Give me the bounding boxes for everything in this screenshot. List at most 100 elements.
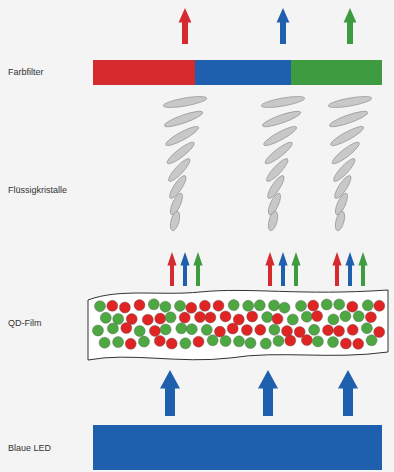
quantum-dot bbox=[374, 327, 385, 338]
quantum-dot bbox=[328, 337, 339, 348]
quantum-dot bbox=[180, 338, 191, 349]
quantum-dot bbox=[301, 311, 312, 322]
quantum-dot bbox=[234, 336, 245, 347]
quantum-dot bbox=[347, 324, 358, 335]
white-light-arrow bbox=[278, 252, 287, 286]
quantum-dot bbox=[243, 300, 254, 311]
liquid-crystals bbox=[163, 94, 373, 231]
white-light-arrow bbox=[358, 252, 367, 286]
quantum-dot bbox=[255, 324, 266, 335]
quantum-dot bbox=[340, 338, 351, 349]
quantum-dot bbox=[347, 301, 358, 312]
quantum-dot bbox=[366, 335, 377, 346]
quantum-dot bbox=[285, 335, 296, 346]
crystal-molecule bbox=[163, 94, 208, 110]
quantum-dot bbox=[195, 312, 206, 323]
quantum-dot bbox=[227, 323, 238, 334]
light-arrows bbox=[160, 8, 368, 416]
quantum-dot bbox=[254, 300, 265, 311]
quantum-dot bbox=[113, 337, 124, 348]
quantum-dot bbox=[334, 299, 345, 310]
output-arrow bbox=[344, 8, 357, 44]
quantum-dot bbox=[199, 300, 210, 311]
quantum-dot bbox=[201, 324, 212, 335]
blue-light-arrow bbox=[258, 370, 278, 416]
quantum-dot bbox=[134, 326, 145, 337]
quantum-dot bbox=[134, 300, 145, 311]
quantum-dot bbox=[176, 323, 187, 334]
quantum-dot bbox=[220, 336, 231, 347]
quantum-dot bbox=[245, 338, 256, 349]
crystal-molecule bbox=[267, 210, 280, 231]
quantum-dot bbox=[193, 336, 204, 347]
layer-label: Blaue LED bbox=[8, 443, 51, 454]
crystal-molecule bbox=[165, 139, 197, 166]
quantum-dot bbox=[328, 314, 339, 325]
quantum-dot bbox=[312, 336, 323, 347]
white-light-arrow bbox=[193, 252, 202, 286]
quantum-dot bbox=[160, 301, 171, 312]
quantum-dot bbox=[365, 312, 376, 323]
quantum-dots bbox=[93, 299, 385, 350]
quantum-dot bbox=[228, 300, 239, 311]
blue-light-arrow bbox=[338, 370, 358, 416]
quantum-dot bbox=[340, 311, 351, 322]
output-arrow bbox=[277, 8, 290, 44]
quantum-dot bbox=[287, 314, 298, 325]
quantum-dot bbox=[308, 300, 319, 311]
quantum-dot bbox=[269, 300, 280, 311]
quantum-dot bbox=[353, 338, 364, 349]
quantum-dot bbox=[93, 325, 104, 336]
white-light-arrow bbox=[167, 252, 176, 286]
quantum-dot bbox=[273, 335, 284, 346]
crystal-molecule bbox=[328, 94, 373, 110]
quantum-dot bbox=[186, 324, 197, 335]
quantum-dot bbox=[205, 312, 216, 323]
quantum-dot bbox=[247, 311, 258, 322]
quantum-dot bbox=[107, 323, 118, 334]
blue-light-arrow bbox=[160, 370, 180, 416]
qd-film bbox=[88, 290, 388, 360]
quantum-dot bbox=[374, 300, 385, 311]
quantum-dot bbox=[160, 324, 171, 335]
quantum-dot bbox=[213, 300, 224, 311]
crystal-molecule bbox=[334, 210, 347, 231]
quantum-dot bbox=[361, 323, 372, 334]
quantum-dot bbox=[119, 302, 130, 313]
layer-label: Flüssigkristalle bbox=[8, 185, 67, 196]
quantum-dot bbox=[107, 300, 118, 311]
quantum-dot bbox=[95, 301, 106, 312]
quantum-dot bbox=[207, 335, 218, 346]
blue-led bbox=[93, 425, 382, 470]
crystal-molecule bbox=[164, 124, 200, 149]
quantum-dot bbox=[272, 313, 283, 324]
crystal-molecule bbox=[169, 210, 182, 231]
white-light-arrow bbox=[180, 252, 189, 286]
quantum-dot bbox=[312, 311, 323, 322]
white-light-arrow bbox=[345, 252, 354, 286]
quantum-dot bbox=[353, 311, 364, 322]
output-arrow bbox=[179, 8, 192, 44]
quantum-dot bbox=[309, 324, 320, 335]
quantum-dot bbox=[99, 337, 110, 348]
quantum-dot bbox=[262, 312, 273, 323]
quantum-dot bbox=[301, 335, 312, 346]
quantum-dot bbox=[166, 338, 177, 349]
quantum-dot bbox=[260, 338, 271, 349]
quantum-dot bbox=[269, 324, 280, 335]
quantum-dot bbox=[362, 300, 373, 311]
quantum-dot bbox=[155, 313, 166, 324]
quantum-dot bbox=[121, 323, 132, 334]
crystal-molecule bbox=[261, 94, 306, 110]
quantum-dot bbox=[241, 325, 252, 336]
white-light-arrow bbox=[291, 252, 300, 286]
quantum-dot bbox=[154, 335, 165, 346]
crystal-molecule bbox=[330, 139, 362, 166]
white-light-arrow bbox=[265, 252, 274, 286]
green-filter bbox=[291, 60, 382, 85]
quantum-dot bbox=[296, 300, 307, 311]
quantum-dot bbox=[100, 312, 111, 323]
crystal-molecule bbox=[263, 139, 295, 166]
white-light-arrow bbox=[332, 252, 341, 286]
